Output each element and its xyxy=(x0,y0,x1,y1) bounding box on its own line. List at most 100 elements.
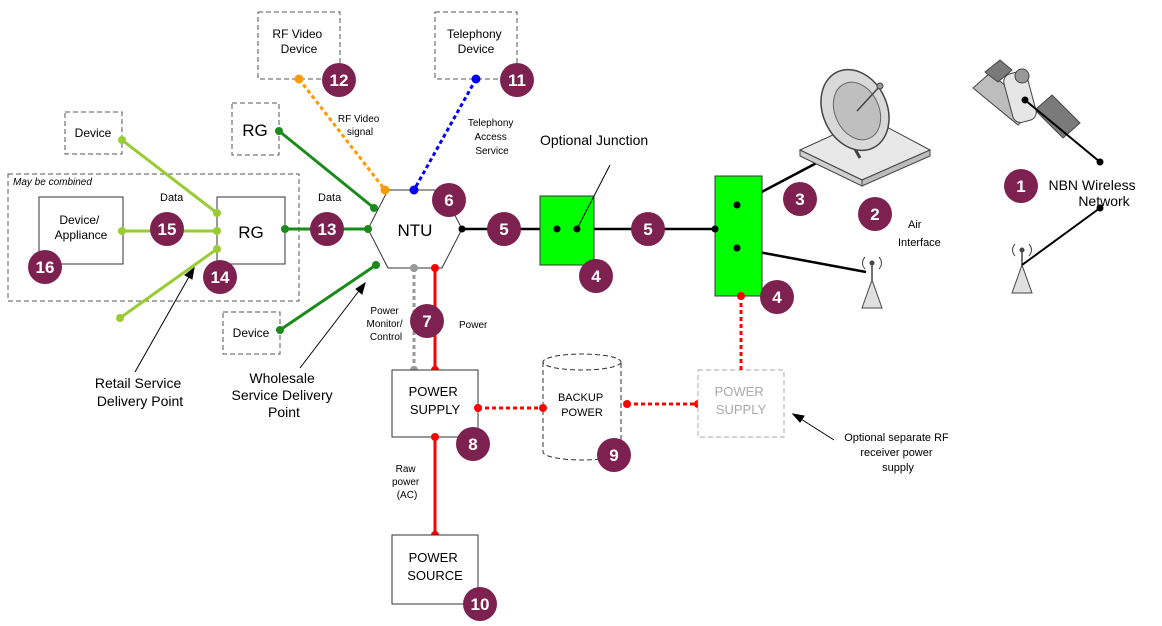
badge-10: 10 xyxy=(463,587,497,621)
badge-7: 7 xyxy=(410,304,444,338)
optional-rf-label-3: supply xyxy=(882,462,914,474)
node-lg-3 xyxy=(118,227,126,235)
junction-arrow xyxy=(576,164,611,230)
svg-text:Air Interface: Air Interface xyxy=(898,219,941,249)
badge-3: 3 xyxy=(783,182,817,216)
badge-circle xyxy=(579,259,613,293)
badge-number: 5 xyxy=(643,220,652,239)
raw-power-label-3: (AC) xyxy=(397,490,418,501)
wholesale-sdp-label-3: Point xyxy=(268,404,300,420)
badge-number: 4 xyxy=(772,288,782,307)
node-orange-2 xyxy=(380,185,390,195)
node-black-4 xyxy=(711,225,719,233)
data-label-right: Data xyxy=(318,192,342,204)
svg-text:POWER SUPPLY: POWER SUPPLY xyxy=(409,384,462,417)
rf-video-signal-label-2: signal xyxy=(347,127,373,138)
rf-video-device-box xyxy=(257,11,341,80)
svg-text:BACKUP POWER: BACKUP POWER xyxy=(558,392,606,419)
node-red-5 xyxy=(474,404,482,412)
power-supply-box xyxy=(391,369,479,438)
node-dg-1 xyxy=(275,127,283,135)
svg-text:POWER SUPPLY: POWER SUPPLY xyxy=(715,384,768,417)
badge-number: 10 xyxy=(471,595,490,614)
node-satellite xyxy=(1021,96,1029,104)
rg-top-label: RG xyxy=(242,121,268,140)
badge-8: 8 xyxy=(456,427,490,461)
link-device-top-rg xyxy=(121,138,218,215)
antenna-icon xyxy=(861,256,883,309)
badge-number: 3 xyxy=(795,190,804,209)
air-interface-label-1: Air xyxy=(908,219,922,231)
node-black-6 xyxy=(733,244,741,252)
badge-13: 13 xyxy=(310,212,344,246)
link-rg-top-ntu xyxy=(278,129,375,210)
svg-text:Retail Service Delivery Po: Retail Service Delivery Point xyxy=(95,375,185,409)
badge-circle xyxy=(432,183,466,217)
backup-power-label-2: POWER xyxy=(561,407,603,419)
rf-video-device-label-2: Device xyxy=(281,42,318,56)
nbn-network-label-2: Network xyxy=(1078,193,1130,209)
badge-number: 16 xyxy=(36,258,55,277)
link-telephony xyxy=(412,78,478,191)
node-dg-5 xyxy=(276,326,284,334)
badge-circle xyxy=(1004,169,1038,203)
badge-9: 9 xyxy=(597,438,631,472)
badge-number: 9 xyxy=(609,446,618,465)
link-rf-video xyxy=(297,78,387,191)
raw-power-label-1: Raw xyxy=(396,464,417,475)
combined-group-box xyxy=(7,173,300,302)
badge-circle xyxy=(487,212,521,246)
node-lg-2 xyxy=(213,209,221,217)
node-grey-1 xyxy=(410,264,418,272)
satellite-icon xyxy=(972,59,1081,139)
optional-junction-label: Optional Junction xyxy=(540,132,648,148)
badge-11: 11 xyxy=(500,63,534,97)
badge-16: 16 xyxy=(28,250,62,284)
badge-circle xyxy=(310,212,344,246)
telephony-device-label-2: Device xyxy=(458,42,495,56)
node-network-top xyxy=(1096,158,1104,166)
link-lower-rg xyxy=(119,247,218,320)
badge-number: 15 xyxy=(158,220,177,239)
badge-6: 6 xyxy=(432,183,466,217)
badge-circle xyxy=(631,212,665,246)
node-red-7 xyxy=(623,400,631,408)
retail-sdp-arrow xyxy=(134,267,195,373)
badge-5: 5 xyxy=(487,212,521,246)
badge-number: 11 xyxy=(508,71,526,90)
telephony-device-box xyxy=(434,11,518,80)
node-black-1 xyxy=(458,225,466,233)
badge-circle xyxy=(28,250,62,284)
node-dg-2 xyxy=(370,204,378,212)
node-black-5 xyxy=(733,201,741,209)
may-be-combined-label: May be combined xyxy=(13,177,92,188)
telephony-access-label-3: Service xyxy=(475,146,509,157)
node-blue-2 xyxy=(409,185,419,195)
svg-text:Power Monitor/ Control: Power Monitor/ Control xyxy=(367,306,406,343)
telephony-device-label-1: Telephony xyxy=(447,27,502,41)
svg-text:Wholesale Service Delivery: Wholesale Service Delivery Point xyxy=(231,370,336,420)
badge-circle xyxy=(783,182,817,216)
node-orange-1 xyxy=(294,74,304,84)
node-lg-4 xyxy=(213,227,221,235)
svg-text:RF Video signal: RF Video signal xyxy=(338,114,382,138)
node-black-2 xyxy=(553,225,561,233)
badge-number: 7 xyxy=(422,312,431,331)
badge-number: 6 xyxy=(444,191,453,210)
badge-circle xyxy=(322,63,356,97)
optional-rf-label-2: receiver power xyxy=(860,447,932,459)
badge-2: 2 xyxy=(858,197,892,231)
device-bottom-label: Device xyxy=(233,326,270,340)
badge-4: 4 xyxy=(760,280,794,314)
device-top-box xyxy=(64,111,123,155)
node-dg-4 xyxy=(364,225,372,233)
badge-circle xyxy=(410,304,444,338)
badge-number: 5 xyxy=(499,220,508,239)
nbn-network-label-1: NBN Wireless xyxy=(1048,177,1135,193)
svg-text:Telephony Access Servi: Telephony Access Service xyxy=(468,118,516,157)
node-lg-6 xyxy=(213,245,221,253)
node-red-6 xyxy=(539,404,547,412)
power-label: Power xyxy=(459,320,488,331)
svg-text:Device/ Appliance: Device/ Appliance xyxy=(55,213,108,242)
device-bottom-box xyxy=(222,311,281,355)
